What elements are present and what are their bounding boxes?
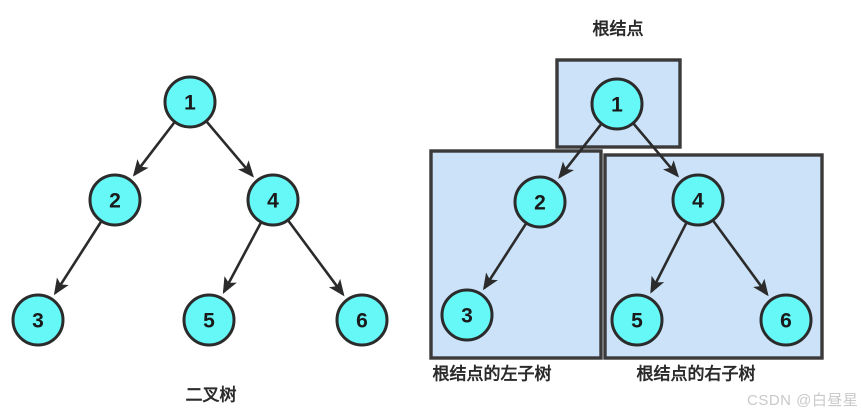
tree-node-4: 4 (246, 173, 300, 227)
tree-edge-n4-to-n6 (287, 220, 345, 297)
tree-node-1: 1 (590, 77, 644, 131)
tree-node-6: 6 (335, 293, 389, 347)
node-label-1: 1 (611, 94, 623, 117)
node-label-5: 5 (631, 310, 643, 333)
tree-node-4: 4 (671, 173, 725, 227)
node-circle-2 (513, 175, 567, 229)
node-circle-4 (246, 173, 300, 227)
node-label-6: 6 (780, 310, 792, 333)
node-circle-3 (440, 288, 494, 342)
node-circle-1 (590, 77, 644, 131)
tree-edge-m1-to-m4 (632, 123, 680, 178)
node-circle-2 (88, 173, 142, 227)
diagram-caption-plain-binary-tree: 二叉树 (186, 385, 237, 404)
box-label-right-subtree-box: 根结点的右子树 (637, 363, 756, 383)
box-label-left-subtree-box: 根结点的左子树 (433, 363, 552, 383)
tree-edge-n4-to-n5 (222, 222, 262, 295)
tree-node-5: 5 (610, 293, 664, 347)
tree-nodes-layer: 1 2 4 3 5 6 1 2 4 3 5 6 (11, 75, 813, 347)
tree-node-2: 2 (88, 173, 142, 227)
node-label-2: 2 (109, 190, 121, 213)
tree-node-3: 3 (11, 293, 65, 347)
box-label-root-box: 根结点 (593, 18, 644, 38)
tree-edge-m4-to-m5 (650, 222, 688, 294)
node-label-4: 4 (267, 190, 279, 213)
tree-edge-m4-to-m6 (712, 220, 769, 297)
tree-edges-layer (53, 121, 769, 297)
tree-node-3: 3 (440, 288, 494, 342)
node-circle-6 (759, 293, 813, 347)
node-circle-5 (182, 293, 236, 347)
node-label-3: 3 (32, 310, 44, 333)
node-circle-1 (163, 75, 217, 129)
node-label-2: 2 (534, 192, 546, 215)
node-circle-5 (610, 293, 664, 347)
tree-node-6: 6 (759, 293, 813, 347)
tree-edge-m1-to-m2 (558, 123, 602, 179)
tree-node-2: 2 (513, 175, 567, 229)
node-label-3: 3 (461, 305, 473, 328)
node-label-5: 5 (203, 310, 215, 333)
tree-node-1: 1 (163, 75, 217, 129)
tree-edge-n1-to-n2 (132, 121, 176, 177)
tree-edge-n2-to-n3 (53, 221, 103, 296)
node-label-4: 4 (692, 190, 704, 213)
tree-node-5: 5 (182, 293, 236, 347)
node-circle-3 (11, 293, 65, 347)
node-label-1: 1 (184, 92, 196, 115)
node-circle-6 (335, 293, 389, 347)
tree-edge-m2-to-m3 (482, 223, 527, 291)
tree-edge-n1-to-n4 (205, 121, 254, 178)
node-label-6: 6 (356, 310, 368, 333)
csdn-watermark: CSDN @白昼星 (747, 392, 859, 409)
node-circle-4 (671, 173, 725, 227)
